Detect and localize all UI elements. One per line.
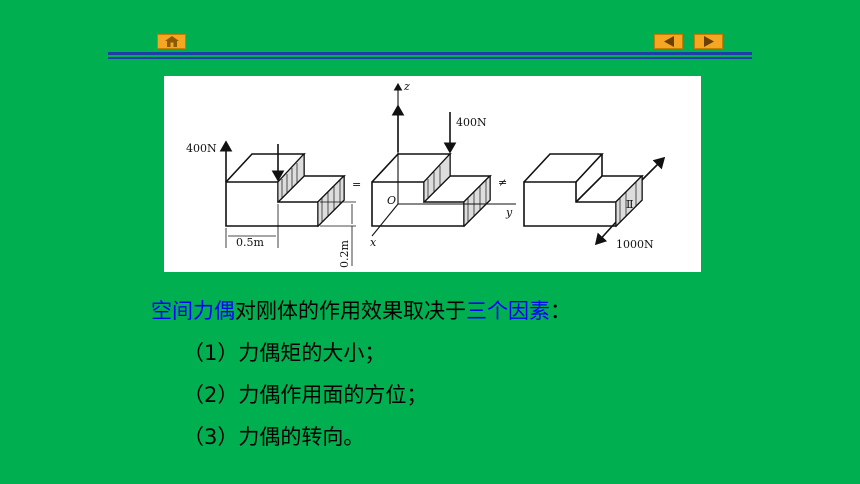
- label-origin: O: [387, 194, 396, 207]
- label-02m: 0.2m: [338, 240, 351, 268]
- triangle-right-icon: [703, 36, 714, 47]
- lead-sentence: 空间力偶对刚体的作用效果取决于三个因素：: [151, 290, 571, 332]
- force-couple-figure: 400N 400N 1000N 0.5m 0.2m z y x O = ≠ Ⅱ: [164, 76, 701, 272]
- equals-sign: =: [352, 178, 361, 191]
- home-icon: [164, 36, 179, 47]
- lead-middle-text: 对刚体的作用效果取决于: [235, 299, 466, 323]
- label-05m: 0.5m: [236, 236, 264, 249]
- label-x-axis: x: [370, 236, 377, 249]
- left-block: [225, 152, 346, 228]
- label-400n-mid: 400N: [456, 116, 487, 129]
- not-equals-sign: ≠: [498, 176, 507, 189]
- list-item: （1）力偶矩的大小；: [183, 341, 386, 365]
- header-rule-thin: [108, 57, 752, 59]
- home-button[interactable]: [157, 34, 186, 49]
- previous-button[interactable]: [654, 34, 683, 49]
- list-item: （2）力偶作用面的方位；: [183, 383, 428, 407]
- right-block: [523, 153, 644, 228]
- label-roman-ii: Ⅱ: [626, 198, 633, 211]
- label-400n-left: 400N: [186, 142, 217, 155]
- triangle-left-icon: [663, 36, 674, 47]
- x-axis: [371, 203, 399, 237]
- figure-drawing: 400N 400N 1000N 0.5m 0.2m z y x O = ≠ Ⅱ: [186, 80, 666, 268]
- right-down-force-arrow: [594, 221, 617, 246]
- lead-end-punct: ：: [550, 299, 571, 323]
- label-y-axis: y: [505, 206, 513, 219]
- label-1000n: 1000N: [616, 238, 654, 251]
- next-button[interactable]: [694, 34, 723, 49]
- highlight-space-couple: 空间力偶: [151, 299, 235, 323]
- content-text: 空间力偶对刚体的作用效果取决于三个因素： （1）力偶矩的大小； （2）力偶作用面…: [151, 290, 571, 458]
- highlight-three-factors: 三个因素: [466, 299, 550, 323]
- right-up-force-arrow: [641, 156, 666, 181]
- header-rule-thick: [108, 52, 752, 55]
- list-item: （3）力偶的转向。: [183, 425, 365, 449]
- label-z-axis: z: [403, 80, 410, 93]
- middle-block: [371, 152, 492, 228]
